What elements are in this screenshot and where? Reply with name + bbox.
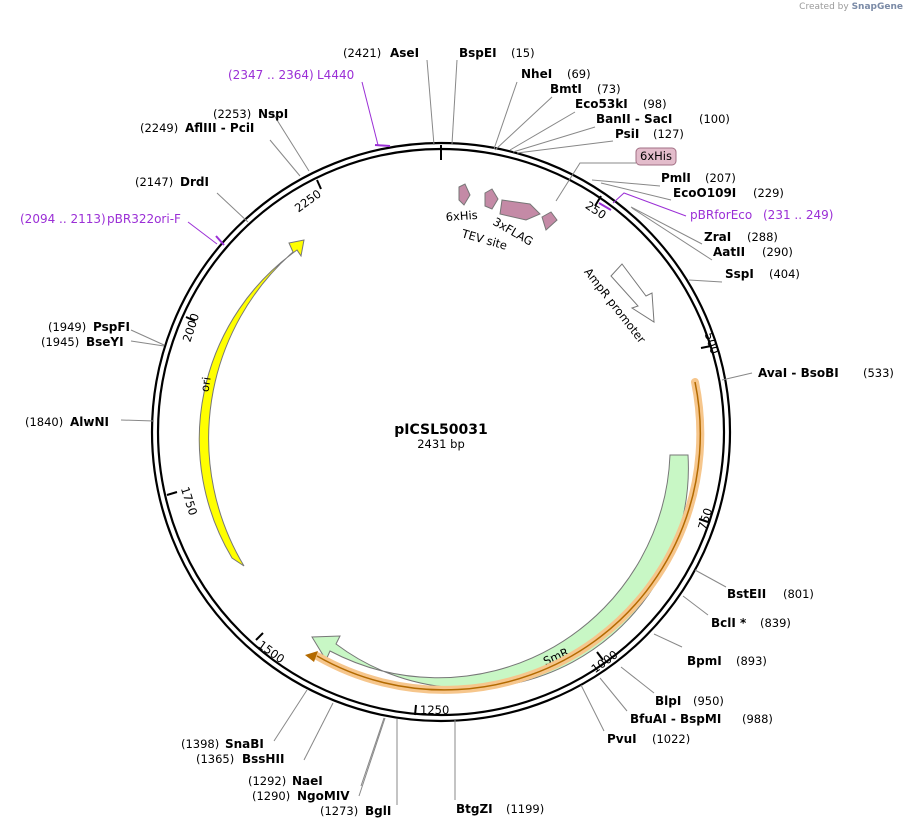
tick-label: 2250 [292, 187, 324, 216]
6xhis-callout [635, 147, 677, 166]
plasmid-name: pICSL50031 [394, 422, 487, 438]
primer-range: (2347 .. 2364) [228, 68, 314, 82]
site-pos: (290) [762, 245, 793, 259]
tag-features: 6xHis TEV site 3xFLAG 6xHis [445, 147, 677, 253]
site-pos: (2253) [213, 107, 251, 121]
site-name: BtgZI [456, 802, 493, 816]
restriction-sites: (2421) AseI BspEI (15) NheI (69) BmtI (7… [25, 46, 894, 818]
site-pos: (2421) [343, 46, 381, 60]
credit-prefix: Created by [799, 2, 849, 12]
site-name: Eco53kI [575, 97, 628, 111]
site-pos: (839) [760, 616, 791, 630]
site-name: BpmI [687, 654, 722, 668]
primer-range: (2094 .. 2113) [20, 212, 106, 226]
site-name: NgoMIV [297, 789, 350, 803]
orange-feature [305, 378, 705, 694]
site-name: PsiI [615, 127, 639, 141]
tick-label: 1500 [255, 638, 287, 667]
site-name: SnaBI [225, 737, 264, 751]
6xhis-label: 6xHis [445, 208, 478, 224]
site-pos: (1945) [41, 335, 79, 349]
tick-label: 750 [695, 506, 715, 531]
tick-label: 1250 [420, 703, 449, 717]
site-pos: (15) [511, 46, 535, 60]
site-pos: (207) [705, 171, 736, 185]
site-name: EcoO109I [673, 186, 736, 200]
site-name: BseYI [86, 335, 124, 349]
snapgene-brand: SnapGene [851, 2, 903, 12]
site-name: BspEI [459, 46, 497, 60]
site-pos: (2249) [140, 121, 178, 135]
site-pos: (127) [653, 127, 684, 141]
site-pos: (988) [742, 712, 773, 726]
site-pos: (1022) [652, 732, 690, 746]
site-pos: (69) [567, 67, 591, 81]
site-name: BfuAI - BspMI [630, 712, 721, 726]
site-pos: (1199) [506, 802, 544, 816]
site-pos: (893) [736, 654, 767, 668]
site-pos: (229) [753, 186, 784, 200]
ampr-promoter-feature: AmpR promoter [581, 263, 655, 346]
site-pos: (1365) [196, 752, 234, 766]
tick-marks [166, 145, 712, 716]
site-name: AseI [390, 46, 419, 60]
site-name: PvuI [607, 732, 637, 746]
site-pos: (1398) [181, 737, 219, 751]
ori-feature: ori [198, 239, 305, 567]
site-pos: (950) [693, 694, 724, 708]
primers: (2347 .. 2364) L4440 pBRforEco (231 .. 2… [20, 68, 833, 246]
site-pos: (1292) [248, 774, 286, 788]
site-name: ZraI [704, 230, 731, 244]
site-name: SspI [725, 267, 754, 281]
smr-feature: SmR [311, 454, 689, 689]
site-name: PspFI [93, 320, 130, 334]
ori-label: ori [198, 376, 214, 393]
site-pos: (1273) [320, 804, 358, 818]
site-name: AvaI - BsoBI [758, 366, 839, 380]
site-pos: (100) [699, 112, 730, 126]
site-pos: (1290) [252, 789, 290, 803]
primer-name: pBRforEco [690, 208, 752, 222]
tick-label: 1000 [589, 647, 621, 676]
site-pos: (2147) [135, 175, 173, 189]
site-pos: (73) [597, 82, 621, 96]
site-pos: (1949) [48, 320, 86, 334]
site-pos: (288) [747, 230, 778, 244]
site-leaders [120, 59, 753, 805]
site-name: NaeI [292, 774, 323, 788]
tick-label: 1750 [178, 485, 200, 517]
primer-range: (231 .. 249) [763, 208, 833, 222]
site-name: BstEII [727, 587, 766, 601]
primer-name: L4440 [317, 68, 354, 82]
site-name: BmtI [550, 82, 582, 96]
6xhis-callout-label: 6xHis [640, 149, 672, 163]
site-pos: (533) [863, 366, 894, 380]
site-pos: (404) [769, 267, 800, 281]
site-pos: (801) [783, 587, 814, 601]
site-pos: (98) [643, 97, 667, 111]
snapgene-credit: Created by SnapGene [799, 2, 903, 12]
site-name: BglI [365, 804, 391, 818]
site-name: NspI [258, 107, 288, 121]
site-name: BclI * [711, 616, 747, 630]
site-name: PmlI [661, 171, 691, 185]
site-name: BlpI [655, 694, 681, 708]
site-name: BssHII [242, 752, 284, 766]
site-name: DrdI [180, 175, 209, 189]
site-name: AflIII - PciI [185, 121, 254, 135]
tick-label: 500 [702, 331, 722, 356]
site-name: AatII [713, 245, 745, 259]
site-name: BanII - SacI [596, 112, 672, 126]
primer-name: pBR322ori-F [107, 212, 181, 226]
site-pos: (1840) [25, 415, 63, 429]
site-name: AlwNI [70, 415, 109, 429]
site-name: NheI [521, 67, 552, 81]
plasmid-size: 2431 bp [417, 437, 465, 451]
